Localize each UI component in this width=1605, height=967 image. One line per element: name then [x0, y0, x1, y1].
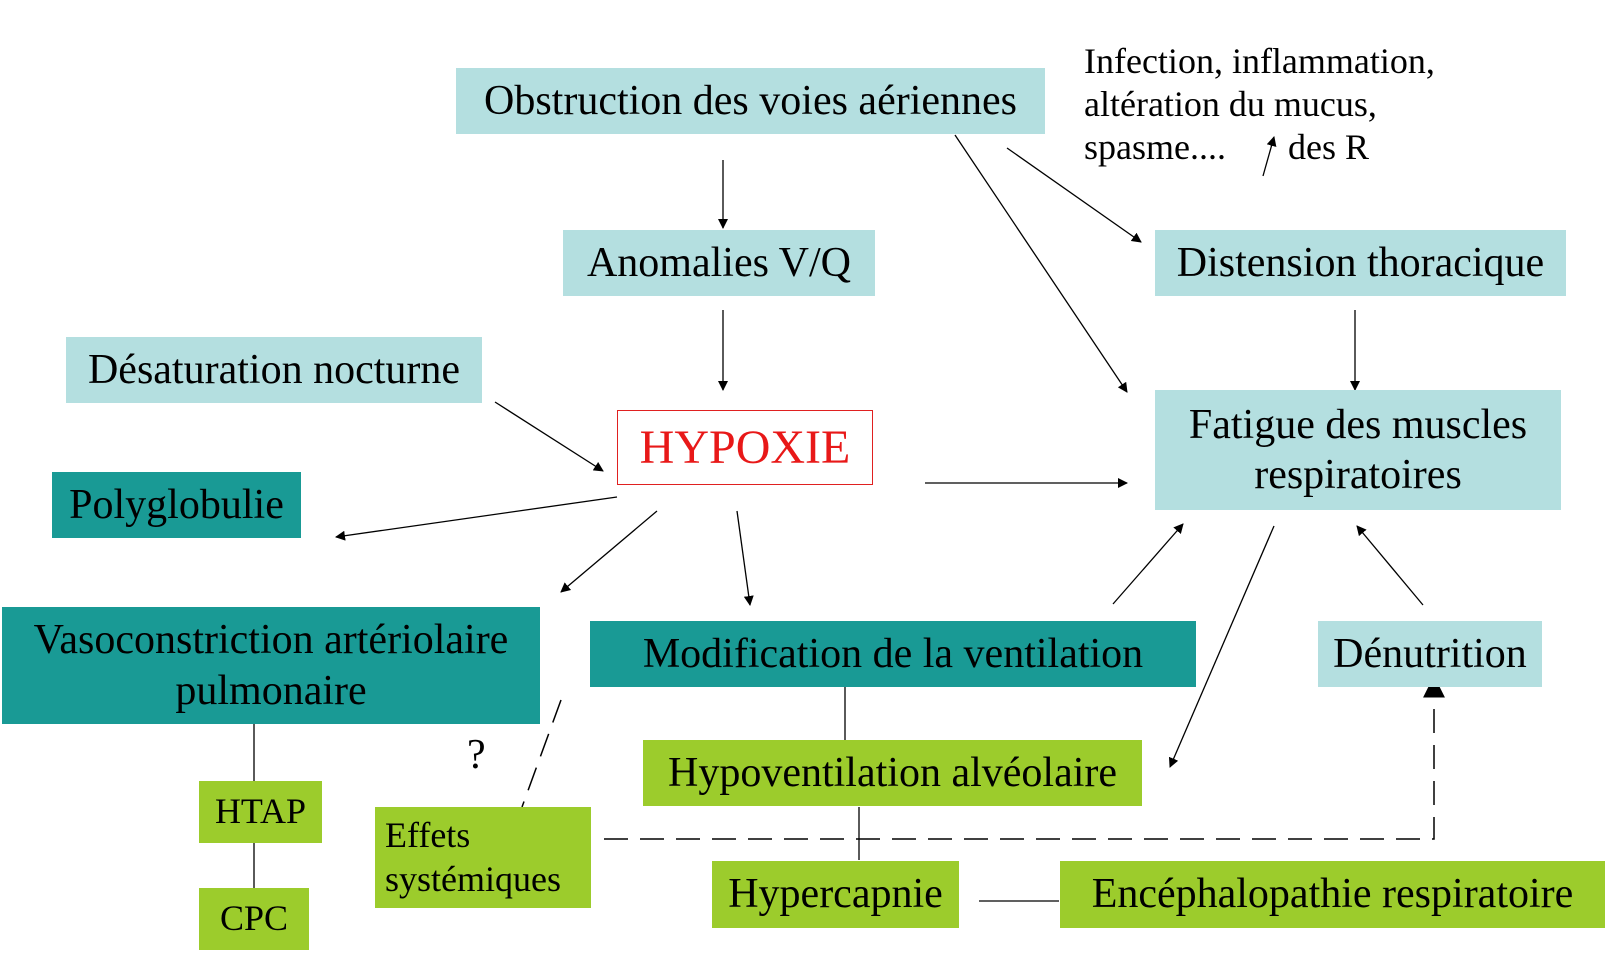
dashed-line-question-effets: [521, 699, 562, 808]
node-hypoventilation-label: Hypoventilation alvéolaire: [667, 749, 1118, 796]
node-hypoxie: HYPOXIE: [617, 410, 873, 485]
node-vasoconstriction: Vasoconstriction artériolaire pulmonaire: [2, 607, 540, 724]
dashed-arrow-effets-denutrition: [604, 675, 1445, 840]
node-fatigue: Fatigue des muscles respiratoires: [1155, 390, 1561, 510]
arrow-note-resistance-up: [1262, 136, 1277, 177]
node-denutrition-label: Dénutrition: [1333, 630, 1527, 677]
node-effets-label-line-2: systémiques: [385, 858, 561, 899]
node-anomalies: Anomalies V/Q: [563, 230, 875, 296]
note-line-2: altération du mucus,: [1084, 84, 1377, 125]
node-vasoconstriction-label-line-2: pulmonaire: [175, 667, 367, 714]
node-desaturation: Désaturation nocturne: [66, 337, 482, 403]
node-encephalopathie: Encéphalopathie respiratoire: [1060, 861, 1605, 928]
arrow-hypoxie-modification: [736, 510, 754, 606]
node-obstruction: Obstruction des voies aériennes: [456, 68, 1045, 134]
node-htap: HTAP: [199, 781, 322, 843]
node-encephalopathie-label: Encéphalopathie respiratoire: [1091, 871, 1574, 918]
arrow-desaturation-hypoxie: [494, 401, 604, 472]
arrow-fatigue-hypoventilation: [1168, 525, 1275, 768]
node-cpc: CPC: [199, 888, 309, 950]
node-fatigue-label-line-2: respiratoires: [1254, 452, 1462, 498]
note-causes: Infection, inflammation, altération du m…: [1084, 40, 1435, 170]
arrow-obstruction-fatigue: [954, 134, 1128, 393]
node-polyglobulie-label: Polyglobulie: [69, 481, 284, 528]
node-denutrition: Dénutrition: [1318, 621, 1542, 687]
node-distension-label: Distension thoracique: [1176, 239, 1545, 286]
note-line-1: Infection, inflammation,: [1084, 41, 1435, 81]
node-hypoventilation: Hypoventilation alvéolaire: [643, 740, 1142, 806]
node-hypoxie-label: HYPOXIE: [639, 420, 851, 474]
node-polyglobulie: Polyglobulie: [52, 472, 301, 538]
node-effets: Effets systémiques: [375, 807, 591, 908]
note-line-3-a: spasme....: [1084, 127, 1226, 168]
arrow-hypoxie-polyglobulie: [335, 496, 618, 541]
node-cpc-label: CPC: [219, 898, 289, 939]
question-mark: ?: [467, 732, 486, 778]
node-modification: Modification de la ventilation: [590, 621, 1196, 687]
note-line-3: spasme.... des R: [1084, 126, 1435, 169]
node-htap-label: HTAP: [214, 791, 307, 832]
node-distension: Distension thoracique: [1155, 230, 1566, 296]
arrow-hypoxie-vasoconstriction: [560, 510, 658, 593]
node-anomalies-label: Anomalies V/Q: [586, 239, 852, 286]
node-hypercapnie-label: Hypercapnie: [728, 871, 943, 918]
node-fatigue-label-line-1: Fatigue des muscles: [1188, 401, 1528, 448]
node-desaturation-label: Désaturation nocturne: [87, 346, 461, 393]
node-effets-label-line-1: Effets: [385, 815, 471, 856]
node-obstruction-label: Obstruction des voies aériennes: [483, 77, 1018, 124]
node-hypercapnie: Hypercapnie: [712, 861, 959, 928]
note-line-3-b: des R: [1287, 127, 1369, 168]
node-vasoconstriction-label-line-1: Vasoconstriction artériolaire: [33, 617, 509, 664]
arrow-modification-fatigue: [1112, 523, 1184, 605]
arrow-obstruction-distension: [1006, 147, 1142, 243]
node-modification-label: Modification de la ventilation: [642, 630, 1144, 677]
arrow-denutrition-fatigue: [1356, 525, 1424, 606]
